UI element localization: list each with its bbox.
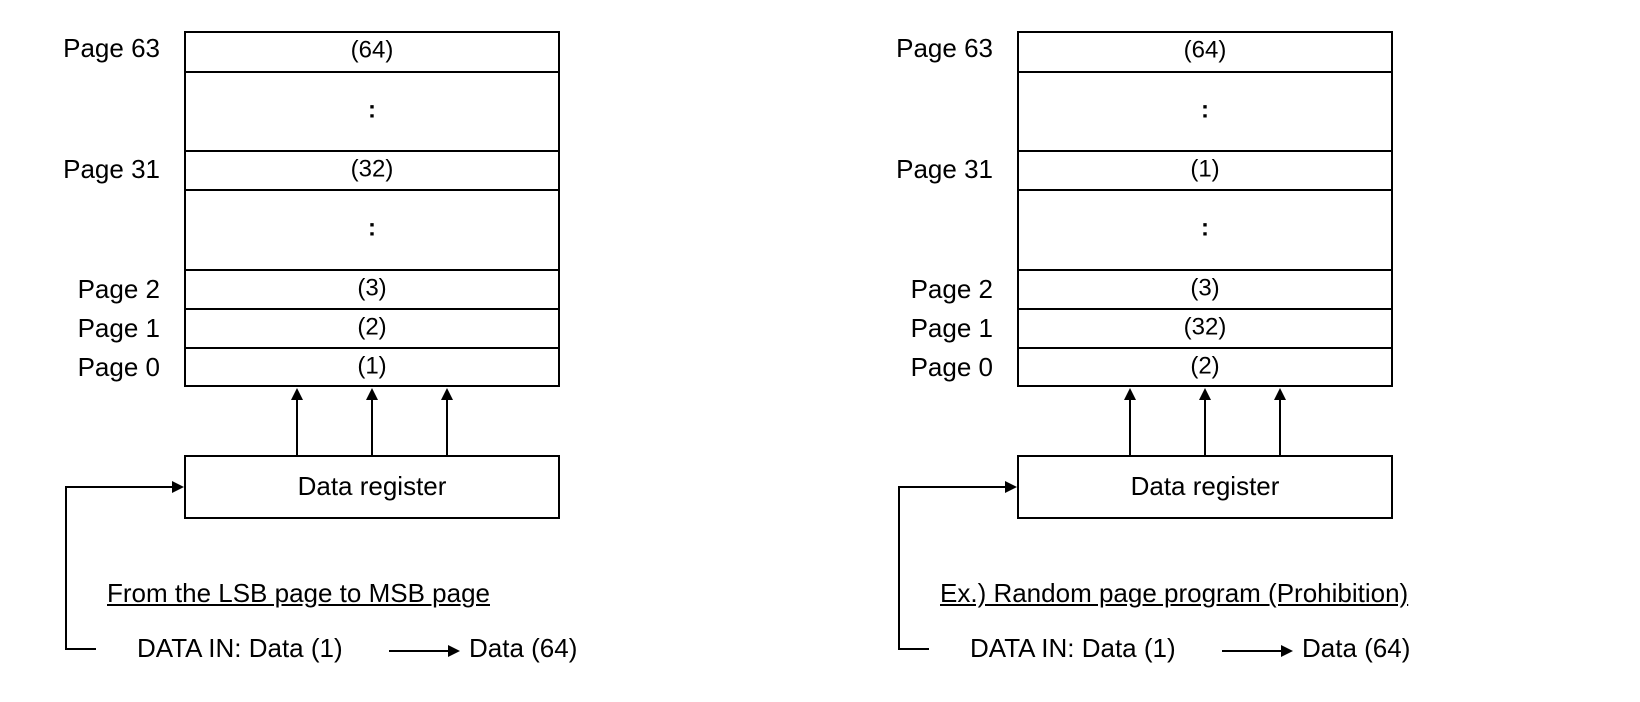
page-stack: (64) : (1) : (3) (32) (2) (1017, 31, 1393, 387)
data-in-feed-line (898, 481, 1017, 650)
connector-lines (898, 388, 1293, 657)
data-register-box: Data register (1017, 455, 1393, 519)
diagram-caption: Ex.) Random page program (Prohibition) (940, 578, 1409, 608)
diagram-lsb-to-msb: Page 63 Page 31 Page 2 Page 1 Page 0 (64… (63, 31, 578, 663)
data-register-box: Data register (184, 455, 560, 519)
page-stack: (64) : (32) : (3) (2) (1) (184, 31, 560, 387)
page-cell-63: (64) (186, 33, 558, 73)
data-in-prefix: DATA IN: Data (1) (970, 633, 1176, 663)
page-label-0: Page 0 (77, 352, 160, 382)
page-cell-ellipsis-upper: : (186, 73, 558, 152)
page-cell-2: (3) (186, 271, 558, 310)
page-label-2: Page 2 (77, 274, 160, 304)
data-in-feed-line (65, 481, 184, 650)
page-label-31: Page 31 (63, 154, 160, 184)
page-cell-ellipsis-upper: : (1019, 73, 1391, 152)
data-in-suffix: Data (64) (469, 633, 578, 663)
page-label-63: Page 63 (896, 33, 993, 63)
page-label-1: Page 1 (77, 313, 160, 343)
page-cell-2: (3) (1019, 271, 1391, 310)
page-label-1: Page 1 (910, 313, 993, 343)
diagram-caption: From the LSB page to MSB page (107, 578, 490, 608)
page-cell-ellipsis-lower: : (186, 191, 558, 271)
page-cell-1: (2) (186, 310, 558, 349)
page-cell-31: (32) (186, 152, 558, 191)
page-cell-ellipsis-lower: : (1019, 191, 1391, 271)
page-cell-31: (1) (1019, 152, 1391, 191)
connector-lines (65, 388, 460, 657)
page-label-63: Page 63 (63, 33, 160, 63)
page-label-31: Page 31 (896, 154, 993, 184)
page-cell-63: (64) (1019, 33, 1391, 73)
page-cell-1: (32) (1019, 310, 1391, 349)
page-cell-0: (2) (1190, 352, 1220, 380)
page-label-2: Page 2 (910, 274, 993, 304)
data-in-prefix: DATA IN: Data (1) (137, 633, 343, 663)
diagram-random-page-program: Page 63 Page 31 Page 2 Page 1 Page 0 (64… (833, 0, 1640, 702)
page-cell-0: (1) (357, 352, 387, 380)
data-in-suffix: Data (64) (1302, 633, 1411, 663)
page-label-0: Page 0 (910, 352, 993, 382)
